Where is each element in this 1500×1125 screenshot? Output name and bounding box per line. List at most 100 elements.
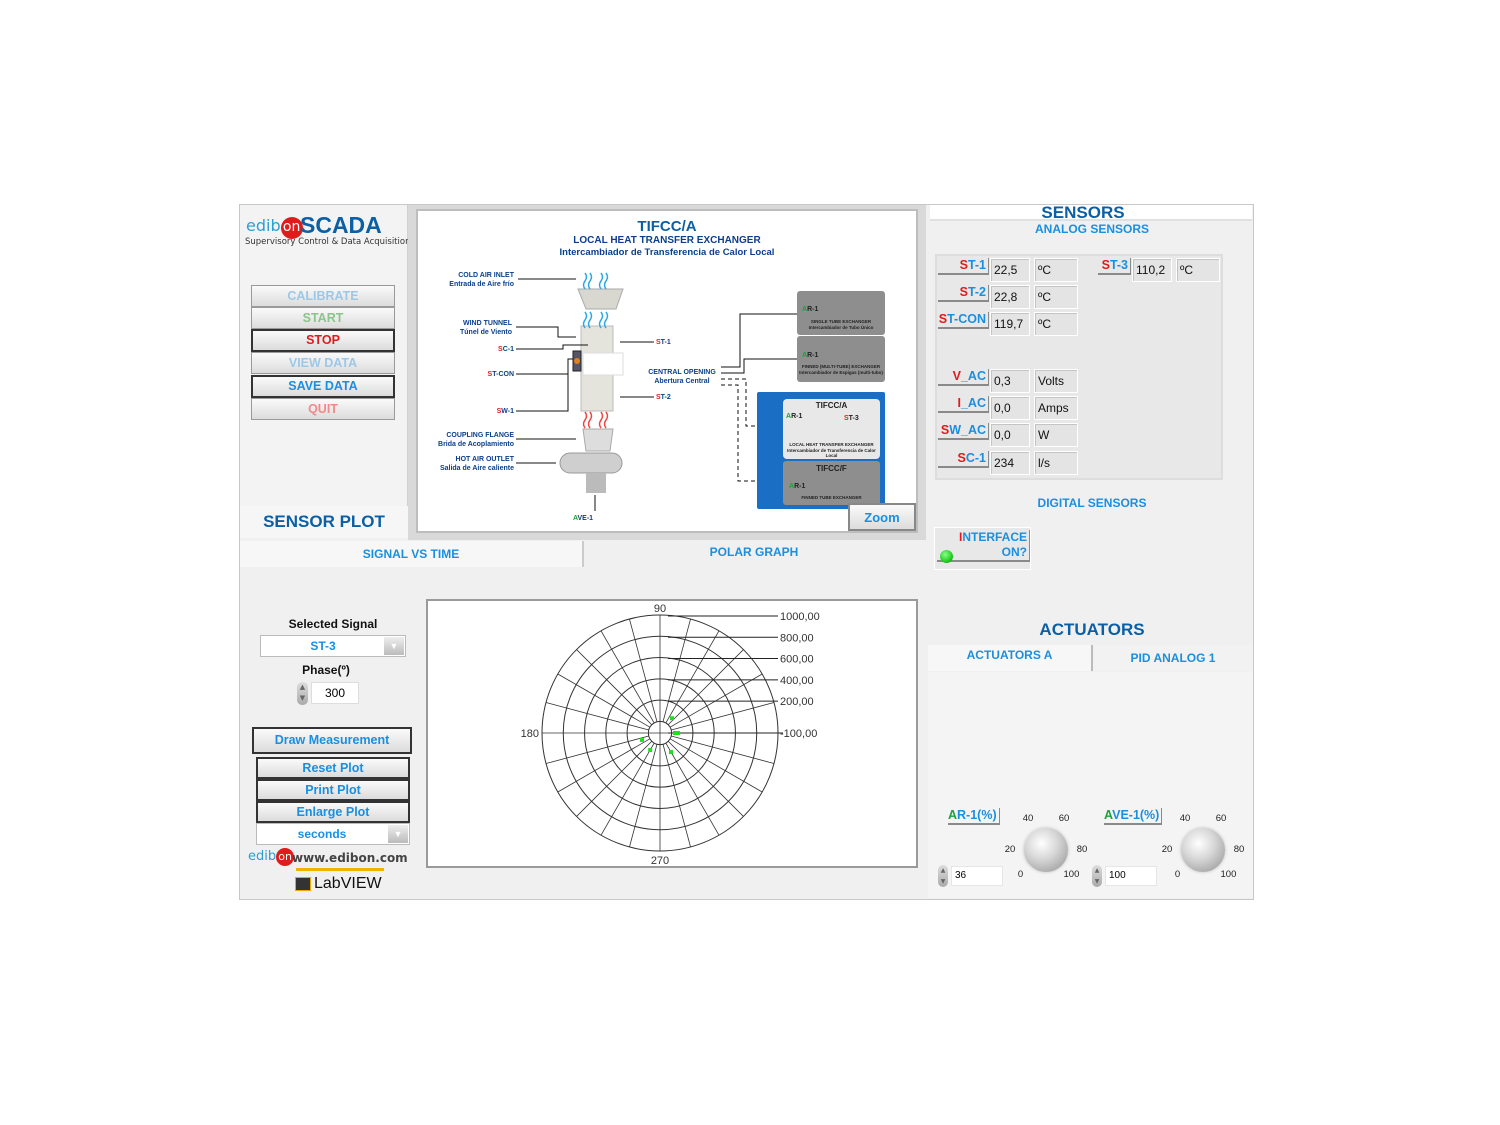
interface-on-label: INTERFACE ON? — [937, 530, 1030, 562]
radial-tick-label: 200,00 — [780, 696, 814, 708]
angle-label: 90 — [654, 603, 666, 615]
grid-spoke — [667, 649, 744, 726]
sensor-label-v-ac[interactable]: V_AC — [938, 369, 989, 386]
polar-chart-svg: 1000,00800,00600,00400,00200,00-100,0090… — [521, 603, 820, 867]
sensors-header-bar — [930, 205, 1252, 221]
actuators-title: ACTUATORS — [1039, 620, 1145, 639]
knob-value-input-1[interactable]: 100 — [1105, 866, 1157, 886]
sensor-value-st-2: 22,8 — [990, 285, 1030, 309]
knob-scale-label: 60 — [1058, 812, 1070, 824]
sensor-label-st-con[interactable]: ST-CON — [938, 312, 989, 329]
knob-scale-label: 100 — [1063, 869, 1080, 881]
website-link[interactable]: www.edibon.com — [292, 851, 408, 865]
grid-spoke — [665, 742, 720, 836]
sensor-label-i-ac[interactable]: I_AC — [938, 396, 989, 413]
diagram-title: TIFCC/A — [637, 218, 697, 235]
knob-scale-label: 40 — [1022, 812, 1034, 824]
zoom-button[interactable]: Zoom — [848, 503, 916, 531]
sensor-value-sc-1: 234 — [990, 451, 1030, 475]
sensor-label-sw-ac[interactable]: SW_AC — [938, 423, 989, 440]
grid-spoke — [545, 735, 649, 764]
grid-spoke — [576, 649, 653, 726]
phase-input[interactable]: 300 — [311, 682, 359, 704]
phase-label: Phase(º) — [302, 663, 350, 677]
knob-scale-label: 0 — [1017, 869, 1024, 881]
stop-button[interactable]: STOP — [251, 329, 395, 352]
sensor-unit-st-con: ºC — [1034, 312, 1078, 336]
selected-signal-label: Selected Signal — [288, 617, 378, 631]
knob-scale-label: 0 — [1174, 869, 1181, 881]
sensor-label-sc-1[interactable]: SC-1 — [938, 451, 989, 468]
app-subtitle: Supervisory Control & Data Acquisition — [245, 237, 411, 247]
time-unit-value: seconds — [297, 827, 347, 841]
grid-spoke — [629, 744, 658, 848]
process-diagram: TIFCC/A LOCAL HEAT TRANSFER EXCHANGER In… — [416, 209, 918, 533]
grid-spoke — [576, 740, 653, 817]
knob-1[interactable] — [1181, 828, 1225, 872]
interface-indicator: INTERFACE ON? — [934, 527, 1031, 570]
grid-spoke — [671, 735, 775, 764]
grid-spoke — [557, 738, 651, 793]
calibrate-button[interactable]: CALIBRATE — [251, 285, 395, 307]
enlarge-plot-button[interactable]: Enlarge Plot — [256, 801, 410, 823]
knob-label-0: AR-1(%) — [948, 808, 1000, 825]
tab-pid-analog-1[interactable]: PID ANALOG 1 — [1093, 645, 1253, 671]
labview-bar — [296, 868, 384, 871]
sensor-unit-st-1: ºC — [1034, 258, 1078, 282]
sensor-value-st-con: 119,7 — [990, 312, 1030, 336]
start-button[interactable]: START — [251, 307, 395, 329]
print-plot-button[interactable]: Print Plot — [256, 779, 410, 801]
phase-stepper[interactable]: ▲▼ — [297, 682, 308, 705]
time-unit-dropdown[interactable]: seconds ▼ — [256, 823, 410, 845]
selected-signal-dropdown[interactable]: ST-3 ▼ — [260, 635, 406, 657]
radial-tick-label: 600,00 — [780, 654, 814, 666]
knob-stepper-0[interactable]: ▲▼ — [938, 865, 948, 887]
quit-button[interactable]: QUIT — [251, 398, 395, 420]
chevron-down-icon[interactable]: ▼ — [388, 825, 408, 843]
sensor-unit-sw-ac: W — [1034, 423, 1078, 447]
draw-measurement-button[interactable]: Draw Measurement — [252, 727, 412, 754]
sensor-label-st-1[interactable]: ST-1 — [938, 258, 989, 275]
diagram-subtitle: LOCAL HEAT TRANSFER EXCHANGER — [573, 235, 761, 246]
tab-signal-vs-time[interactable]: SIGNAL VS TIME — [240, 541, 584, 567]
exchanger-2-tag: AR-1 — [802, 352, 819, 359]
data-point — [639, 737, 644, 742]
data-point — [669, 716, 674, 721]
knob-0[interactable] — [1024, 828, 1068, 872]
tab-actuators-a[interactable]: ACTUATORS A — [928, 645, 1093, 671]
digital-sensors-title: DIGITAL SENSORS — [1037, 496, 1147, 510]
sensor-label-st-2[interactable]: ST-2 — [938, 285, 989, 302]
save-data-button[interactable]: SAVE DATA — [251, 375, 395, 398]
analog-sensors-title: ANALOG SENSORS — [1034, 222, 1149, 236]
grid-spoke — [665, 630, 720, 724]
grid-spoke — [557, 673, 651, 728]
knob-stepper-1[interactable]: ▲▼ — [1092, 865, 1102, 887]
sensor-unit-v-ac: Volts — [1034, 369, 1078, 393]
chevron-down-icon[interactable]: ▼ — [384, 637, 404, 655]
radial-tick-label: 400,00 — [780, 675, 814, 687]
sensor-unit-st-3: ºC — [1176, 258, 1220, 282]
knob-scale-label: 80 — [1233, 844, 1245, 855]
diagram-drawing — [516, 272, 885, 511]
grid-spoke — [545, 702, 649, 731]
reset-plot-button[interactable]: Reset Plot — [256, 757, 410, 779]
data-point — [672, 731, 677, 735]
sensor-label-st-3[interactable]: ST-3 — [1098, 258, 1131, 275]
knob-scale-label: 100 — [1220, 869, 1237, 881]
knob-label-1: AVE-1(%) — [1104, 808, 1163, 825]
labview-icon — [295, 877, 311, 891]
sensor-value-i-ac: 0,0 — [990, 396, 1030, 420]
grid-spoke — [662, 744, 691, 848]
sensor-unit-st-2: ºC — [1034, 285, 1078, 309]
knob-value-input-0[interactable]: 36 — [951, 866, 1003, 886]
selected-signal-value: ST-3 — [310, 639, 336, 653]
view-data-button[interactable]: VIEW DATA — [251, 352, 395, 374]
tab-polar-graph[interactable]: POLAR GRAPH — [709, 545, 799, 559]
